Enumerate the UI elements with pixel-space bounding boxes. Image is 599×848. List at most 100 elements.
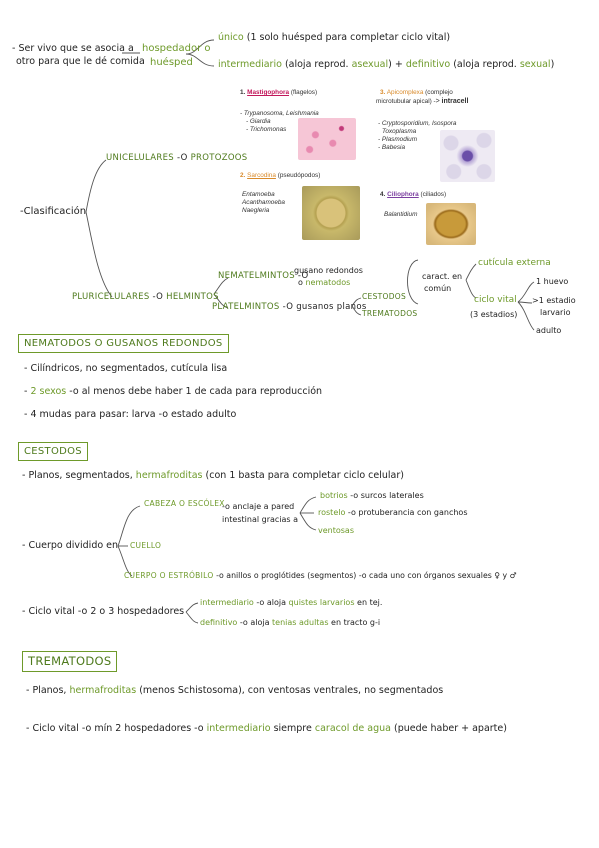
sarcodina-list: Entamoeba Acanthamoeba Naegleria [242,191,285,214]
ciliophora-name: Ciliophora [387,191,419,198]
apicomplexa-subheading: microtubular apical) -> intracell [376,98,469,105]
definition-line-1: - Ser vivo que se asocia a [12,43,134,54]
ciliophora-heading: 4. Ciliophora (ciliados) [380,191,447,198]
tres-estadios: (3 estadios) [470,310,518,319]
unico-line: único (1 solo huésped para completar cic… [218,32,451,44]
def-label: definitivo [405,59,451,70]
apicomplexa-heading: 3. Apicomplexa (complejo [380,89,453,96]
nematelmintos-label: NEMATELMINTOS [218,271,295,281]
host-label-2: huésped [150,57,193,68]
brace-huevo [517,281,535,303]
brace-def [185,611,199,624]
mastigophora-list: - Trypanosoma, Leishmania - Giardia - Tr… [240,110,319,133]
brace-plat [213,293,229,309]
pluricelulares-label: PLURICELULARES [72,292,150,302]
cabeza-desc-2: intestinal gracias a [222,515,299,524]
caract-2: común [424,284,452,293]
platelmintos-label: PLATELMINTOS [212,302,280,312]
plus-sign: ) + [388,59,403,70]
cestodos-label: CESTODOS [362,292,407,301]
apicomplexa-name: Apicomplexa [386,89,424,96]
rostelo-line: rostelo -o protuberancia con ganchos [318,508,468,517]
inter-line-cest: intermediario -o aloja quistes larvarios… [200,598,383,607]
nem-desc-1: gusano redondos [294,266,363,275]
protozoos-label: PROTOZOOS [190,153,248,163]
mastigophora-micrograph [298,118,356,160]
brace-top-upper [185,39,215,55]
cuticula-label: cutícula externa [478,258,551,268]
brace-cest [351,297,362,307]
nematodos-bullet-3: - 4 mudas para pasar: larva -o estado ad… [24,409,237,420]
brace-adulto [517,301,535,331]
close-paren: ) [550,59,555,70]
adulto-label: adulto [536,326,562,335]
host-label-1: hospedador o [142,43,211,54]
sarcodina-heading: 2. Sarcodina (pseudópodos) [240,172,321,179]
brace-top-lower [185,53,215,67]
def-word-cest: definitivo [200,618,238,627]
brace-trem [351,305,362,316]
botrios-line: botrios -o surcos laterales [320,491,424,500]
cuello-label: CUELLO [130,541,162,550]
definition-line-2: otro para que le dé comida [16,56,145,67]
cestodos-bullet-1: - Planos, segmentados, hermafroditas (co… [22,470,404,481]
asexual-word: asexual [351,59,389,70]
unico-desc: (1 solo huésped para completar ciclo vit… [246,32,451,43]
helmintos-label: HELMINTOS [166,292,219,302]
ciliophora-list: Balantidium [384,211,418,218]
apicomplexa-list: - Cryptosporidium, Isospora Toxoplasma -… [378,120,457,151]
ciclo-vital-label: ciclo vital [474,295,517,305]
brace-cuerpo [117,545,133,577]
trematodos-bullet-1: - Planos, hermafroditas (menos Schistoso… [26,685,444,696]
brace-caract [407,259,419,305]
cabeza-desc-1: -o anclaje a pared [222,502,295,511]
unico-label: único [218,32,244,43]
brace-botrios [299,496,317,514]
ciliophora-micrograph [426,203,476,245]
tenias-word: tenias adultas [272,618,329,627]
quistes-word: quistes larvarios [288,598,355,607]
clasificacion-label: -Clasificación [20,206,87,217]
nem-desc-2: o nematodos [298,278,351,287]
unicelulares-line: UNICELULARES -o PROTOZOOS [106,153,248,164]
cuerpo-estrobilo-label: CUERPO O ESTRÓBILO [124,571,214,580]
unicelulares-label: UNICELULARES [106,153,174,163]
brace-inter [185,602,199,613]
brace-ciclo [465,279,477,299]
intermediario-line: intermediario (aloja reprod. asexual) + … [218,59,555,71]
inter-desc: (aloja reprod. [284,59,349,70]
apicomplexa-micrograph [440,130,495,182]
brace-cut [465,263,477,281]
sexual-word: sexual [519,59,551,70]
caract-1: caract. en [422,272,463,281]
cabeza-label: CABEZA O ESCÓLEX [144,499,225,508]
hermafroditas-cest: hermafroditas [135,470,203,481]
brace-ventosas [299,512,317,531]
botrios-word: botrios [320,491,348,500]
brace-pluri [85,211,113,298]
ventosas-word: ventosas [318,526,354,535]
rostelo-word: rostelo [318,508,346,517]
brace-larv [517,301,533,304]
ciclo-vital-cest: - Ciclo vital -o 2 o 3 hospedadores [22,606,185,617]
intracell-label: intracell [441,98,469,105]
dos-sexos: 2 sexos [30,386,67,397]
trematodos-title: TREMATODOS [22,651,118,672]
cestodos-title: CESTODOS [18,442,88,461]
uni-arrow: -o [176,153,188,163]
sarcodina-name: Sarcodina [247,172,276,179]
cuerpo-estrobilo-line: CUERPO O ESTRÓBILO -o anillos o proglóti… [124,571,517,580]
mastigophora-heading: 1. Mastigophora (flagelos) [240,89,318,96]
estadio-label-2: larvario [540,308,571,317]
mastigophora-name: Mastigophora [247,89,290,96]
plat-desc: gusanos planos [296,302,367,312]
brace-cabeza [117,505,141,547]
platelmintos-line: PLATELMINTOS -o gusanos planos [212,302,367,312]
inter-word-trem: intermediario [206,723,271,734]
pluri-arrow: -o [152,292,164,302]
pluricelulares-line: PLURICELULARES -o HELMINTOS [72,292,219,303]
hermafroditas-trem: hermafroditas [69,685,137,696]
caracol-word: caracol de agua [314,723,391,734]
trematodos-bullet-2: - Ciclo vital -o mín 2 hospedadores -o i… [26,723,507,734]
